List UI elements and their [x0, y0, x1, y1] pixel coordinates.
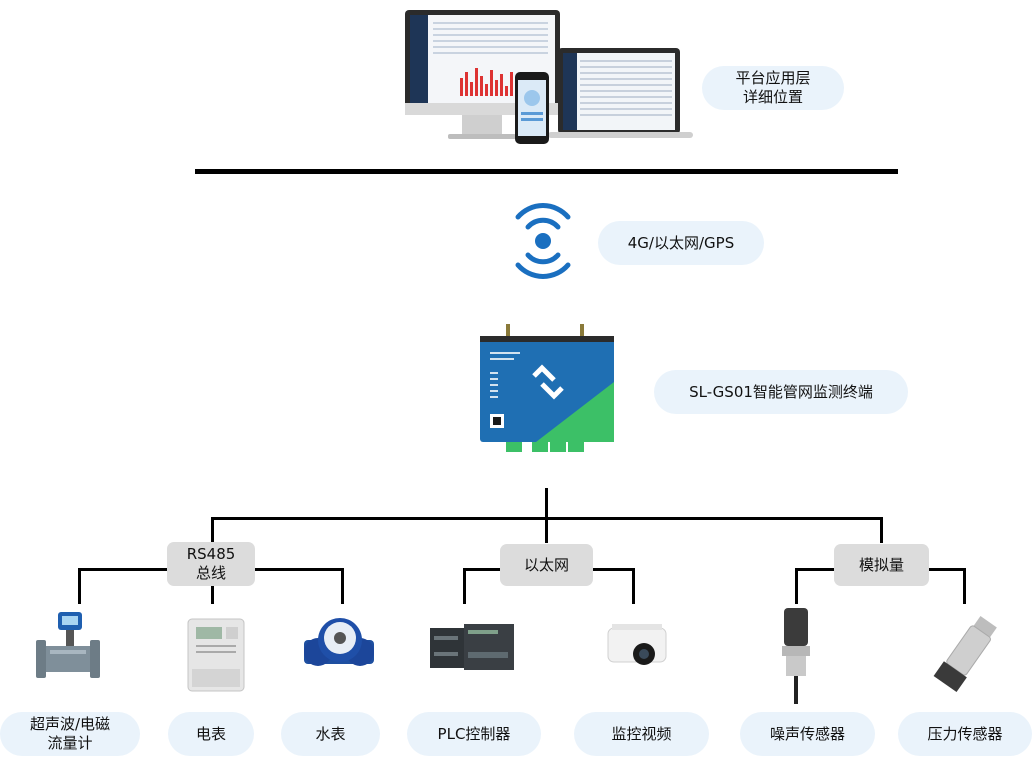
rs485-branch-left: [78, 568, 170, 571]
device-plc-label: PLC控制器: [407, 712, 541, 756]
platform-line2: 详细位置: [742, 88, 803, 106]
terminal-label: SL-GS01智能管网监测终端: [654, 370, 908, 414]
plc-controller-image: [428, 622, 518, 674]
drop-flowmeter: [78, 568, 81, 604]
bus-rs485-line1: RS485: [186, 545, 236, 563]
bus-analog-text: 模拟量: [858, 555, 904, 574]
drop-noise-sensor: [795, 568, 798, 604]
terminal-text: SL-GS01智能管网监测终端: [689, 382, 873, 401]
device-power-meter-label: 电表: [168, 712, 254, 756]
device-flowmeter-line1: 超声波/电磁: [29, 715, 111, 733]
pressure-sensor-image: [930, 612, 998, 702]
eth-branch-right: [590, 568, 635, 571]
drop-power-meter: [211, 586, 214, 604]
device-flowmeter-label: 超声波/电磁流量计: [0, 712, 140, 756]
drop-rs485: [211, 517, 214, 543]
eth-branch-left: [463, 568, 503, 571]
surveillance-camera-image: [604, 620, 670, 678]
wireless-signal-icon: [508, 203, 578, 279]
drop-ethernet: [545, 517, 548, 543]
device-plc-text: PLC控制器: [437, 724, 511, 743]
drop-plc: [463, 568, 466, 604]
device-pressure-sensor-label: 压力传感器: [898, 712, 1032, 756]
gs01-terminal-device: [476, 322, 618, 454]
bus-rs485-line2: 总线: [195, 564, 226, 582]
bus-ethernet-text: 以太网: [523, 555, 569, 574]
device-camera-text: 监控视频: [611, 724, 672, 743]
drop-pressure-sensor: [963, 568, 966, 604]
bus-analog: 模拟量: [834, 544, 929, 586]
network-text: 4G/以太网/GPS: [627, 233, 735, 252]
drop-water-meter: [341, 568, 344, 604]
device-noise-sensor-text: 噪声传感器: [769, 724, 845, 743]
noise-sensor-image: [776, 606, 816, 706]
device-camera-label: 监控视频: [574, 712, 709, 756]
drop-analog: [880, 517, 883, 543]
analog-branch-left: [795, 568, 837, 571]
device-pressure-sensor-text: 压力传感器: [927, 724, 1003, 743]
device-flowmeter-line2: 流量计: [47, 734, 93, 752]
bus-ethernet: 以太网: [500, 544, 593, 586]
device-noise-sensor-label: 噪声传感器: [740, 712, 875, 756]
power-meter-image: [186, 617, 246, 693]
rs485-branch-right: [252, 568, 344, 571]
trunk-line: [545, 488, 548, 520]
platform-devices-illustration: [400, 8, 700, 148]
device-water-meter-label: 水表: [281, 712, 380, 756]
device-power-meter-text: 电表: [195, 724, 226, 743]
drop-camera: [632, 568, 635, 604]
device-water-meter-text: 水表: [315, 724, 346, 743]
network-label: 4G/以太网/GPS: [598, 221, 764, 265]
analog-branch-right: [926, 568, 966, 571]
water-meter-image: [302, 612, 376, 686]
platform-line1: 平台应用层: [735, 69, 811, 87]
platform-layer-label: 平台应用层详细位置: [702, 66, 844, 110]
flowmeter-image: [36, 610, 100, 690]
platform-separator-line: [195, 169, 898, 174]
